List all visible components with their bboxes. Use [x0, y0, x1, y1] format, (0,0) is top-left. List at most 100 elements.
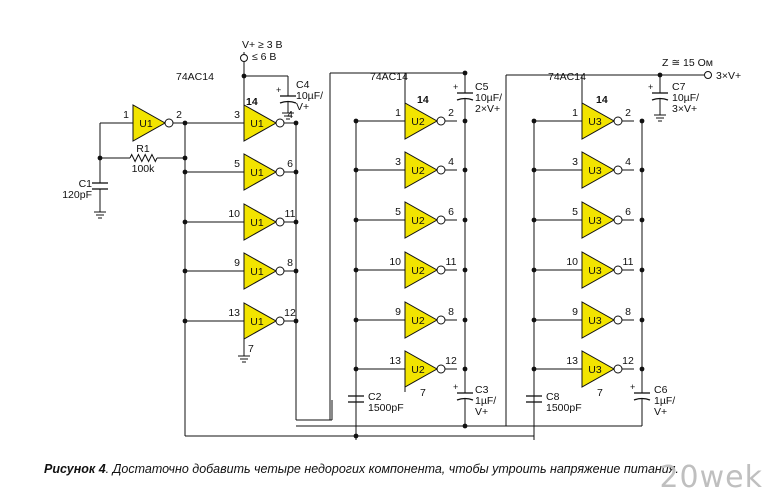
c2-ref: C2 — [368, 391, 382, 403]
pin-number: 5 — [395, 206, 401, 218]
pin-number: 3 — [572, 156, 578, 168]
junction-dot — [639, 167, 645, 173]
gate-designator: U1 — [139, 118, 153, 130]
inverter-gate: U2 — [385, 102, 457, 140]
vcc-pin-number: 14 — [246, 96, 258, 108]
inverter-gate: U2 — [385, 350, 457, 388]
output-voltage-label: 3×V+ — [716, 70, 741, 82]
junction-dot — [531, 317, 537, 323]
junction-dot — [353, 118, 359, 124]
pin-number: 10 — [228, 208, 240, 220]
c4-ref: C4 — [296, 79, 310, 91]
junction-dot — [639, 366, 645, 372]
c7-value: 3×V+ — [672, 103, 697, 115]
pin-number: 5 — [572, 206, 578, 218]
inverter-gate: U1 — [224, 302, 296, 340]
junction-dot — [531, 267, 537, 273]
inverter-bubble — [275, 217, 285, 227]
c7-ref: C7 — [672, 81, 686, 93]
chip-part-number: 74AC14 — [370, 71, 408, 83]
vcc-pin-number: 14 — [417, 94, 429, 106]
pin-number: 6 — [287, 158, 293, 170]
pin-number: 2 — [176, 109, 182, 121]
gate-designator: U3 — [588, 165, 602, 177]
inverter-bubble — [436, 116, 446, 126]
junction-dot — [462, 217, 468, 223]
supply-voltage-max: ≤ 6 В — [252, 51, 276, 63]
junction-dot — [293, 169, 299, 175]
inverter-bubble — [275, 118, 285, 128]
inverter-gate: U1 — [224, 153, 296, 191]
junction-dot — [462, 267, 468, 273]
gnd-pin-number: 7 — [597, 387, 603, 399]
junction-dot — [531, 118, 537, 124]
gate-designator: U1 — [250, 316, 264, 328]
junction-dot — [182, 268, 188, 274]
inverter-gate: U3 — [562, 350, 634, 388]
inverter-gate: U2 — [385, 151, 457, 189]
gate-designator: U2 — [411, 265, 425, 277]
junction-dot — [462, 70, 468, 76]
output-impedance: Z ≅ 15 Ом — [662, 57, 713, 69]
gnd-pin-number: 7 — [420, 387, 426, 399]
terminal-circle — [704, 71, 712, 79]
junction-dot — [462, 317, 468, 323]
gate-designator: U1 — [250, 266, 264, 278]
inverter-gate: U3 — [562, 102, 634, 140]
junction-dot — [293, 219, 299, 225]
pin-number: 13 — [389, 355, 401, 367]
polarity-mark: + — [276, 85, 281, 95]
gate-designator: U2 — [411, 165, 425, 177]
c8-value: 1500pF — [546, 402, 582, 414]
pin-number: 9 — [395, 306, 401, 318]
inverter-gate: U3 — [562, 251, 634, 289]
inverter-bubble — [613, 116, 623, 126]
pin-number: 1 — [572, 107, 578, 119]
inverter-bubble — [436, 265, 446, 275]
gate-designator: U1 — [250, 118, 264, 130]
gate-designator: U2 — [411, 116, 425, 128]
junction-dot — [462, 366, 468, 372]
junction-dot — [182, 169, 188, 175]
pin-number: 8 — [287, 257, 293, 269]
c5-ref: C5 — [475, 81, 489, 93]
inverter-gate: U3 — [562, 301, 634, 339]
r1-value: 100k — [132, 163, 156, 175]
c3-value: V+ — [475, 406, 488, 418]
junction-dot — [293, 268, 299, 274]
inverter-bubble — [436, 165, 446, 175]
pin-number: 6 — [448, 206, 454, 218]
inverter-bubble — [275, 266, 285, 276]
c7-value: 10µF/ — [672, 92, 699, 104]
c5-value: 2×V+ — [475, 103, 500, 115]
pin-number: 12 — [445, 355, 457, 367]
chip-part-number: 74AC14 — [548, 71, 586, 83]
junction-dot — [353, 167, 359, 173]
c3-ref: C3 — [475, 384, 489, 396]
capacitor-plate-curved — [651, 97, 669, 101]
pin-number: 9 — [572, 306, 578, 318]
junction-dot — [353, 217, 359, 223]
junction-dot — [97, 155, 103, 161]
gate-designator: U3 — [588, 116, 602, 128]
supply-voltage-min: V+ ≥ 3 В — [242, 39, 283, 51]
pin-number: 11 — [285, 208, 296, 220]
inverter-bubble — [613, 364, 623, 374]
caption-text: . Достаточно добавить четыре недорогих к… — [105, 462, 679, 476]
gate-designator: U1 — [250, 217, 264, 229]
c8-ref: C8 — [546, 391, 560, 403]
polarity-mark: + — [630, 382, 635, 392]
junction-dot — [182, 219, 188, 225]
c4-value: V+ — [296, 101, 309, 113]
gate-designator: U1 — [250, 167, 264, 179]
c2-value: 1500pF — [368, 402, 404, 414]
chip-part-number: 74AC14 — [176, 71, 214, 83]
pin-number: 10 — [389, 256, 401, 268]
junction-dot — [241, 73, 247, 79]
polarity-mark: + — [453, 382, 458, 392]
junction-dot — [639, 118, 645, 124]
c6-value: V+ — [654, 406, 667, 418]
